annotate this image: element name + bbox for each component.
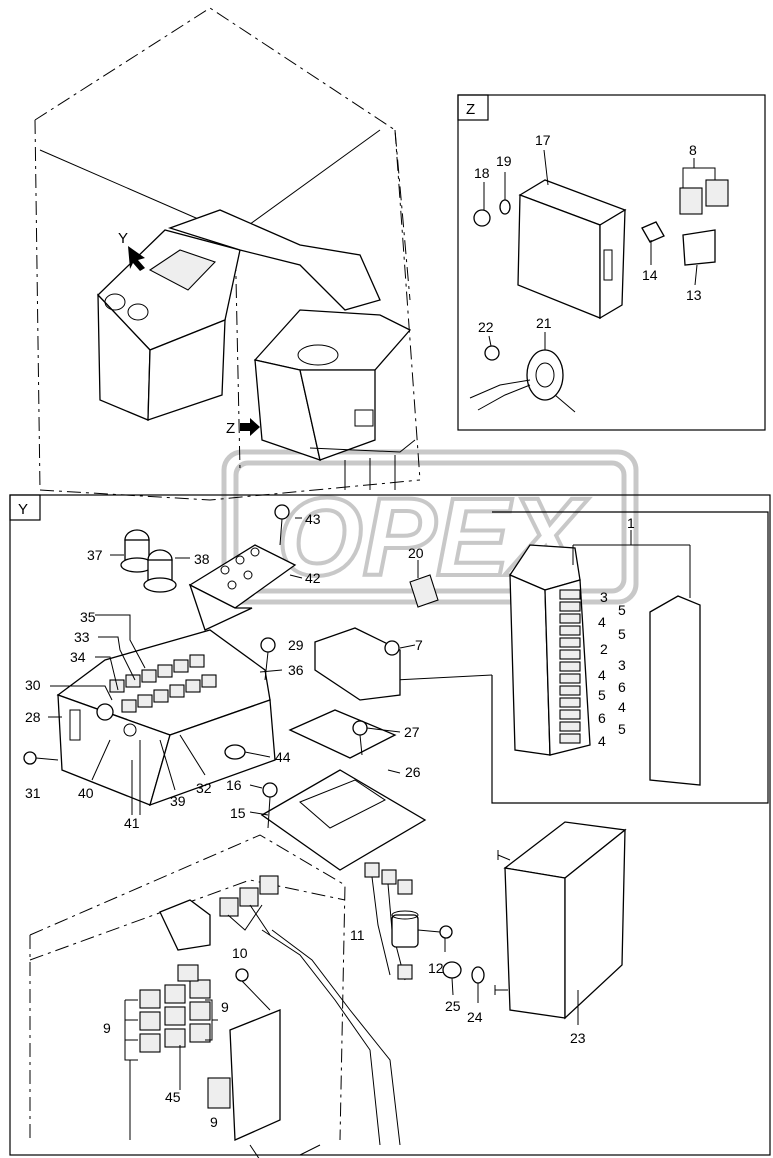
view-arrow-z: Z (226, 418, 260, 437)
callout-31: 31 (25, 785, 41, 801)
view-y-label: Y (18, 501, 28, 518)
callout-13: 13 (686, 287, 702, 303)
callout-6b: 6 (598, 710, 606, 726)
callout-40: 40 (78, 785, 94, 801)
callout-5b: 5 (618, 626, 626, 642)
callout-27: 27 (404, 724, 420, 740)
callout-17: 17 (535, 132, 551, 148)
rocker-switches (109, 654, 217, 713)
callout-28: 28 (25, 709, 41, 725)
callout-1: 1 (627, 515, 635, 531)
callout-9c: 9 (210, 1114, 218, 1130)
callout-5d: 5 (618, 721, 626, 737)
callout-32: 32 (196, 780, 212, 796)
callout-19: 19 (496, 153, 512, 169)
view-z-label: Z (466, 101, 475, 118)
callout-45: 45 (165, 1089, 181, 1105)
callout-5c: 5 (598, 687, 606, 703)
relay-bank (139, 964, 211, 1053)
callout-16: 16 (226, 777, 242, 793)
callout-5a: 5 (618, 602, 626, 618)
view-arrow-y: Y (118, 230, 145, 271)
callout-35: 35 (80, 609, 96, 625)
callout-30: 30 (25, 677, 41, 693)
callout-8: 8 (689, 142, 697, 158)
cab-overview (34, 7, 421, 501)
callout-3b: 3 (618, 657, 626, 673)
callout-3a: 3 (600, 589, 608, 605)
callout-14: 14 (642, 267, 658, 283)
callout-9b: 9 (221, 999, 229, 1015)
callout-7: 7 (415, 637, 423, 653)
callout-26: 26 (405, 764, 421, 780)
callout-11: 11 (350, 927, 365, 943)
callout-4d: 4 (598, 733, 606, 749)
callout-9a: 9 (103, 1020, 111, 1036)
callout-10: 10 (232, 945, 248, 961)
arrow-y-label: Y (118, 230, 128, 247)
callout-38: 38 (194, 551, 210, 567)
leader-lines (48, 614, 401, 1090)
callout-42: 42 (305, 570, 321, 586)
view-y-box: Y (9, 494, 771, 1158)
callout-36: 36 (288, 662, 304, 678)
callout-4a: 4 (598, 614, 606, 630)
callout-2: 2 (600, 641, 608, 657)
callout-20: 20 (408, 545, 424, 561)
callout-23: 23 (570, 1030, 586, 1046)
callout-29: 29 (288, 637, 304, 653)
callout-33: 33 (74, 629, 90, 645)
callout-21: 21 (536, 315, 552, 331)
callout-18: 18 (474, 165, 490, 181)
callout-41: 41 (124, 815, 140, 831)
callout-44: 44 (275, 749, 291, 765)
callout-25: 25 (445, 998, 461, 1014)
callout-12: 12 (428, 960, 444, 976)
arrow-z-label: Z (226, 420, 235, 437)
callout-43: 43 (305, 511, 321, 527)
callout-4c: 4 (618, 699, 626, 715)
callout-6a: 6 (618, 679, 626, 695)
fuse-stack (559, 589, 581, 744)
callout-34: 34 (70, 649, 86, 665)
callout-15: 15 (230, 805, 246, 821)
callout-22: 22 (478, 319, 494, 335)
callout-labels: 1 2 3 3 4 4 4 4 5 5 5 5 6 6 7 8 9 9 9 10… (25, 132, 702, 1130)
view-z-box: Z (457, 94, 766, 431)
callout-4b: 4 (598, 667, 606, 683)
callout-37: 37 (87, 547, 103, 563)
callout-39: 39 (170, 793, 186, 809)
callout-24: 24 (467, 1009, 483, 1025)
